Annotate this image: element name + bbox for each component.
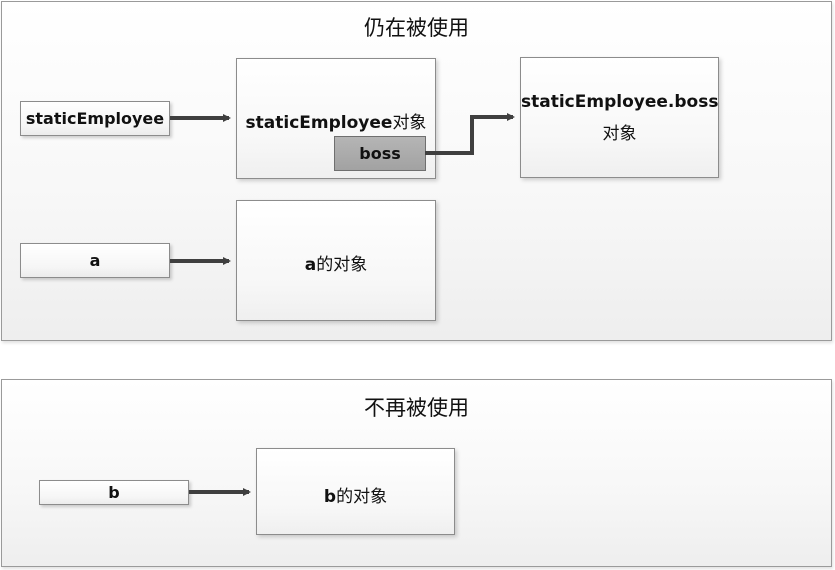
- boss-object-line2: 对象: [521, 119, 718, 144]
- a-object-name: a: [304, 255, 317, 275]
- panel-title-in-use: 仍在被使用: [364, 16, 469, 40]
- boss-field: boss: [334, 136, 426, 171]
- b-object-name: b: [323, 487, 337, 507]
- b-object-suffix: 的对象: [336, 487, 388, 507]
- ref-b-label: b: [108, 483, 120, 502]
- ref-static-employee-label: staticEmployee: [25, 109, 165, 128]
- static-employee-object-name: staticEmployee: [245, 113, 393, 133]
- ref-a-label: a: [89, 251, 101, 270]
- boss-field-label: boss: [359, 144, 401, 163]
- static-employee-object-label: staticEmployee对象: [237, 108, 435, 133]
- ref-b: b: [39, 480, 189, 505]
- panel-title-not-in-use: 不再被使用: [364, 396, 469, 420]
- static-employee-object-suffix: 对象: [392, 113, 427, 133]
- boss-object: staticEmployee.boss 对象: [520, 57, 719, 178]
- a-object-suffix: 的对象: [316, 255, 368, 275]
- b-object-label: b的对象: [257, 482, 454, 507]
- static-employee-object: staticEmployee对象 boss: [236, 58, 436, 179]
- boss-object-name: staticEmployee.boss: [521, 92, 719, 112]
- b-object: b的对象: [256, 448, 455, 535]
- ref-static-employee: staticEmployee: [20, 101, 170, 136]
- boss-object-suffix: 对象: [602, 124, 637, 144]
- boss-object-line1: staticEmployee.boss: [521, 92, 718, 112]
- a-object-label: a的对象: [237, 250, 435, 275]
- a-object: a的对象: [236, 200, 436, 321]
- ref-a: a: [20, 243, 170, 278]
- arrow-boss-to-boss-object: [425, 113, 515, 155]
